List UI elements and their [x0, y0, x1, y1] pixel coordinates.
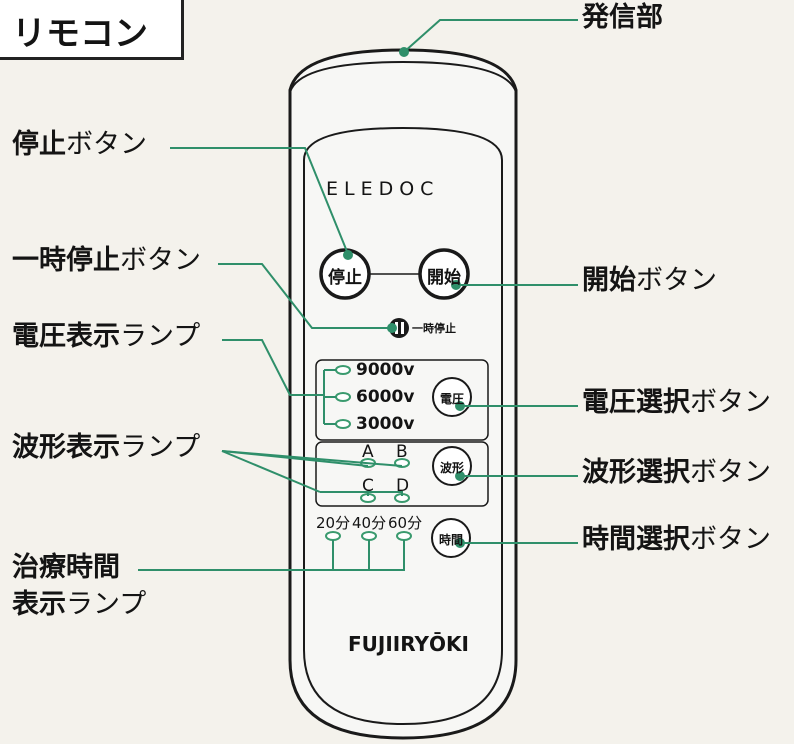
label-start-button: 開始ボタン	[582, 265, 717, 296]
voltage-lamp-9000	[335, 365, 351, 375]
maker-logo: FUJIIRYŌKI	[348, 632, 469, 656]
label-transmitter: 発信部	[582, 2, 663, 33]
label-pause-button: 一時停止ボタン	[12, 245, 201, 276]
voltage-button-label[interactable]: 電圧	[440, 392, 465, 406]
voltage-lamp-3000	[335, 419, 351, 429]
title-box	[0, 0, 184, 60]
label-time-lamp-line1: 治療時間	[12, 552, 120, 583]
inner-panel	[303, 126, 503, 726]
page-title: リモコン	[12, 14, 148, 54]
waveform-a-text: A	[362, 442, 374, 462]
label-voltage-select: 電圧選択ボタン	[582, 387, 771, 418]
brand-name: ELEDOC	[326, 178, 440, 200]
time-button-label[interactable]: 時間	[439, 533, 464, 547]
waveform-b-text: B	[396, 442, 408, 462]
label-waveform-select: 波形選択ボタン	[582, 457, 771, 488]
label-stop-button: 停止ボタン	[12, 129, 147, 160]
time-lamp-20	[325, 531, 341, 541]
waveform-box	[315, 441, 489, 507]
transmitter-cap	[289, 60, 517, 93]
waveform-d-text: D	[396, 476, 410, 496]
remote-body	[288, 48, 518, 740]
leader-lines	[138, 19, 578, 571]
waveform-button-label[interactable]: 波形	[440, 461, 465, 475]
voltage-box	[315, 359, 489, 441]
label-time-select: 時間選択ボタン	[582, 524, 771, 555]
time-60-text: 60分	[388, 514, 423, 532]
label-time-lamp-line2: 表示ランプ	[12, 589, 147, 620]
voltage-3000-text: 3000v	[356, 414, 415, 434]
stop-button-label[interactable]: 停止	[328, 268, 362, 288]
start-button-label[interactable]: 開始	[427, 268, 461, 288]
label-waveform-lamp: 波形表示ランプ	[12, 432, 201, 463]
pause-label: 一時停止	[412, 322, 456, 335]
time-20-text: 20分	[316, 514, 351, 532]
voltage-lamp-6000	[335, 392, 351, 402]
time-40-text: 40分	[352, 514, 387, 532]
waveform-c-text: C	[362, 476, 374, 496]
time-lamp-60	[396, 531, 412, 541]
voltage-6000-text: 6000v	[356, 387, 415, 407]
voltage-9000-text: 9000v	[356, 360, 415, 380]
label-voltage-lamp: 電圧表示ランプ	[12, 321, 201, 352]
time-lamp-40	[361, 531, 377, 541]
